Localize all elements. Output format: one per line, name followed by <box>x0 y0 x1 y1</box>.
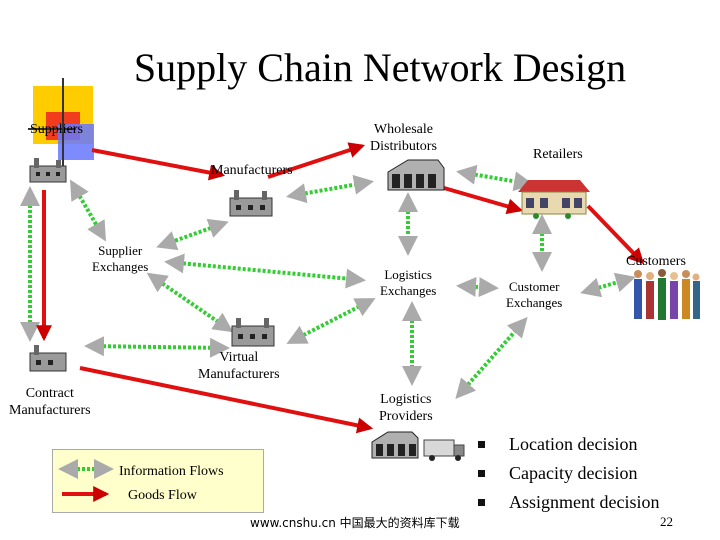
info-flow-providers-customerexch <box>455 316 528 400</box>
info-flow-virtual-logisticsexch <box>286 298 376 344</box>
info-flow-wholesale-retailers <box>456 164 534 192</box>
info-flow-logisticsexch-customerexch <box>456 276 499 298</box>
footer-text: www.cnshu.cn 中国最大的资料库下载 <box>250 516 460 530</box>
decision-bullet-list: Location decision Capacity decision Assi… <box>478 430 660 517</box>
label-customers: Customers <box>626 254 686 269</box>
factory-icon-contract-manufacturers <box>29 345 67 372</box>
label-suppliers: Suppliers <box>30 122 83 137</box>
info-flow-customerexch-customers <box>580 272 636 298</box>
customers-group-icon <box>634 269 700 320</box>
warehouse-icon-wholesale <box>387 159 445 191</box>
label-supplier-exchanges: Supplier Exchanges <box>92 243 149 274</box>
title-decoration-line <box>28 128 76 130</box>
page-number: 22 <box>660 514 673 529</box>
label-wholesale-distributors: Wholesale Distributors <box>370 122 437 154</box>
bullet-item: Assignment decision <box>478 488 660 517</box>
store-icon-retailers <box>518 180 590 219</box>
label-manufacturers: Manufacturers <box>211 163 293 178</box>
bullet-text: Assignment decision <box>509 492 660 512</box>
label-logistics-exchanges: Logistics Exchanges <box>380 267 437 298</box>
label-customer-exchanges: Customer Exchanges <box>506 279 563 310</box>
goods-flow-suppliers-manufacturers <box>91 148 226 181</box>
bullet-text: Capacity decision <box>509 463 638 483</box>
warehouse-icon-logistics-providers <box>371 431 419 459</box>
label-retailers: Retailers <box>533 147 583 162</box>
bullet-item: Location decision <box>478 430 660 459</box>
bullet-square-icon <box>478 441 485 448</box>
goods-flow-contract-providers <box>79 366 374 434</box>
bullet-text: Location decision <box>509 434 638 454</box>
truck-icon <box>423 439 465 461</box>
info-flow-supplierexch-logisticsexch <box>164 253 366 289</box>
label-contract-manufacturers: Contract Manufacturers <box>9 386 91 418</box>
title-decoration-blue <box>58 124 94 160</box>
info-flow-manufacturers-wholesale <box>286 174 374 204</box>
bullet-item: Capacity decision <box>478 459 660 488</box>
info-flow-supplierexch-virtual <box>146 272 234 333</box>
factory-icon-suppliers <box>29 158 67 183</box>
label-logistics-providers: Logistics Providers <box>379 392 433 424</box>
goods-flow-wholesale-retailers <box>443 186 524 215</box>
bullet-square-icon <box>478 470 485 477</box>
factory-icon-manufacturers <box>229 190 273 217</box>
bullet-square-icon <box>478 499 485 506</box>
page-title: Supply Chain Network Design <box>133 45 627 90</box>
goods-flow-manufacturers-wholesale <box>267 142 366 179</box>
legend-label-goods-flow: Goods Flow <box>128 488 197 503</box>
legend-label-information-flows: Information Flows <box>119 464 224 479</box>
info-flow-manufacturers-supplierexch <box>156 218 229 251</box>
info-flow-virtual-contract <box>84 336 230 358</box>
goods-flow-retailers-customers <box>586 204 645 265</box>
info-flow-suppliers-supplierexch <box>69 179 107 242</box>
title-decoration-line <box>62 78 64 170</box>
label-virtual-manufacturers: Virtual Manufacturers <box>198 350 280 382</box>
factory-icon-virtual-manufacturers <box>231 318 275 347</box>
